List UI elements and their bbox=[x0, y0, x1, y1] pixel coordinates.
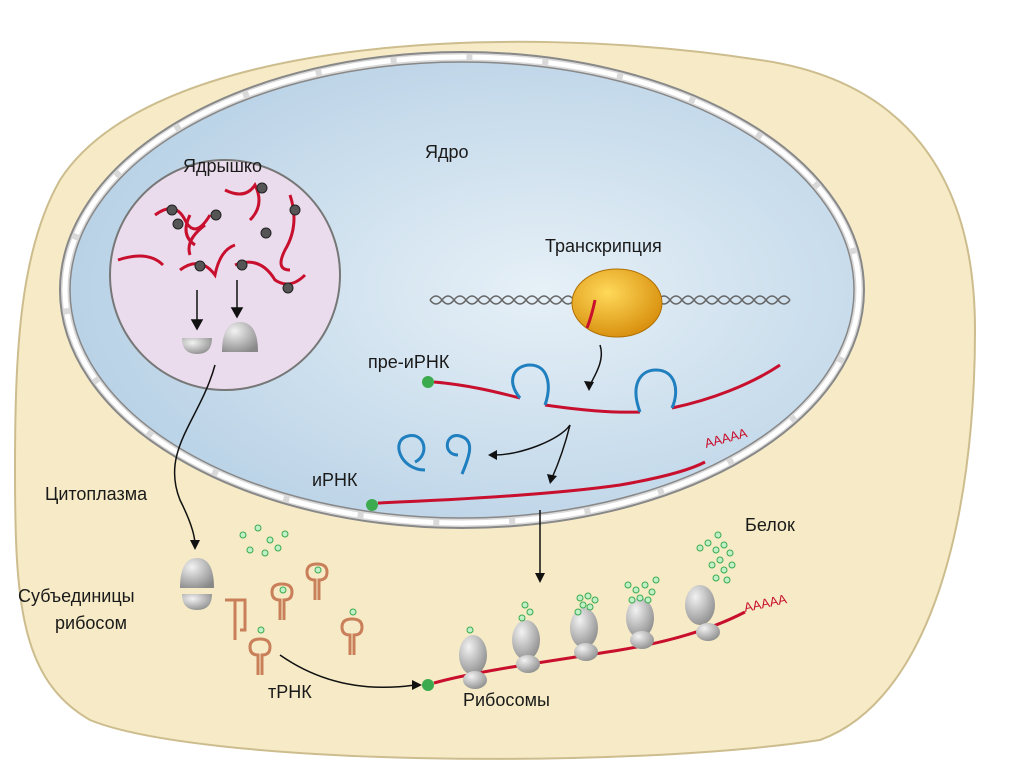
trna-molecules bbox=[225, 562, 364, 675]
label-subunits-line2: рибосом bbox=[55, 613, 127, 633]
small-subunit-nucleolus bbox=[182, 338, 212, 354]
excised-introns bbox=[397, 434, 472, 475]
nucleolus-arrows bbox=[190, 280, 244, 331]
label-mrna: иРНК bbox=[312, 470, 358, 490]
growing-polypeptides bbox=[466, 531, 736, 634]
mrna-cap bbox=[366, 499, 378, 511]
large-subunit-cytoplasm bbox=[180, 558, 214, 588]
nuclear-pores bbox=[62, 54, 862, 526]
free-amino-acids bbox=[239, 524, 289, 557]
rna-polymerase bbox=[571, 268, 663, 338]
ribosomes bbox=[459, 585, 720, 689]
mrna-strand bbox=[377, 460, 706, 505]
nucleolus bbox=[109, 159, 341, 391]
label-nucleus: Ядро bbox=[425, 142, 469, 162]
large-subunit-nucleolus bbox=[222, 322, 258, 352]
pre-mrna-strand bbox=[433, 363, 781, 414]
label-protein: Белок bbox=[745, 515, 795, 535]
small-subunit-cytoplasm bbox=[182, 594, 212, 610]
label-cytoplasm: Цитоплазма bbox=[45, 484, 148, 504]
polysome-mrna-cap bbox=[422, 679, 434, 691]
intron-loop-1 bbox=[511, 363, 550, 406]
label-transcription: Транскрипция bbox=[545, 236, 662, 256]
subunit-export-arrow bbox=[173, 364, 216, 546]
label-subunits-line1: Субъединицы bbox=[18, 586, 135, 606]
nucleolus-proteins bbox=[166, 182, 301, 294]
pre-mrna-cap bbox=[422, 376, 434, 388]
intron-loop-2 bbox=[634, 368, 678, 413]
label-ribosomes: Рибосомы bbox=[463, 690, 550, 710]
label-pre-mrna: пре-иРНК bbox=[368, 352, 450, 372]
label-trna: тРНК bbox=[268, 682, 312, 702]
label-nucleolus: Ядрышко bbox=[183, 156, 262, 176]
